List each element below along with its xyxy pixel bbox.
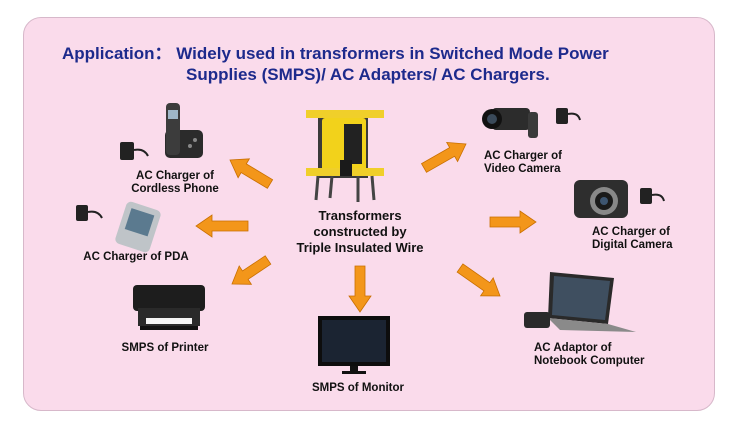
adapter-icon <box>556 108 581 124</box>
label-pda: AC Charger of PDA <box>78 251 194 264</box>
arrow-to-printer <box>231 255 272 285</box>
label-monitor-line-1: SMPS of Monitor <box>312 382 404 394</box>
arrow-to-notebook <box>456 263 501 297</box>
label-monitor: SMPS of Monitor <box>306 382 410 395</box>
label-printer-line-1: SMPS of Printer <box>121 342 209 354</box>
adapter-icon <box>76 205 103 221</box>
arrow-to-monitor <box>348 265 372 313</box>
printer-icon <box>133 285 205 330</box>
label-digital-camera-line-1: AC Charger of <box>592 226 670 238</box>
label-digital-camera: AC Charger of Digital Camera <box>592 226 692 252</box>
label-notebook: AC Adaptor of Notebook Computer <box>534 342 662 368</box>
label-cordless-phone: AC Charger of Cordless Phone <box>127 170 223 196</box>
arrows-group <box>195 141 537 313</box>
label-printer: SMPS of Printer <box>112 342 218 355</box>
arrow-to-video-camera <box>420 141 467 173</box>
label-digital-camera-line-2: Digital Camera <box>592 239 673 251</box>
label-video-camera-line-2: Video Camera <box>484 163 561 175</box>
label-notebook-line-2: Notebook Computer <box>534 355 645 367</box>
monitor-icon <box>318 316 390 374</box>
transformer-icon <box>306 110 384 202</box>
label-video-camera: AC Charger of Video Camera <box>484 150 580 176</box>
label-cordless-phone-line-1: AC Charger of <box>136 170 214 182</box>
center-label: Transformers constructed by Triple Insul… <box>270 208 450 256</box>
adapter-icon <box>120 142 149 160</box>
arrow-to-digital-camera <box>489 210 537 234</box>
cordless-phone-icon <box>165 103 203 158</box>
title-line-2: Supplies (SMPS)/ AC Adapters/ AC Charger… <box>186 65 550 84</box>
center-label-line-2: constructed by <box>313 224 407 239</box>
center-label-line-1: Transformers <box>318 208 402 223</box>
digital-camera-icon <box>574 180 628 218</box>
arrow-to-cordless-phone <box>229 158 274 189</box>
label-notebook-line-1: AC Adaptor of <box>534 342 612 354</box>
pda-icon <box>115 201 161 253</box>
center-label-line-3: Triple Insulated Wire <box>296 240 424 255</box>
adapter-icon <box>524 312 550 328</box>
title-line-1: Application： Widely used in transformers… <box>62 44 609 63</box>
notebook-icon <box>548 272 636 332</box>
label-cordless-phone-line-2: Cordless Phone <box>131 183 219 195</box>
diagram-title: Application： Widely used in transformers… <box>40 43 700 85</box>
label-video-camera-line-1: AC Charger of <box>484 150 562 162</box>
label-pda-line-1: AC Charger of PDA <box>83 251 189 263</box>
video-camera-icon <box>482 108 538 138</box>
adapter-icon <box>640 188 665 204</box>
arrow-to-pda <box>195 214 249 238</box>
